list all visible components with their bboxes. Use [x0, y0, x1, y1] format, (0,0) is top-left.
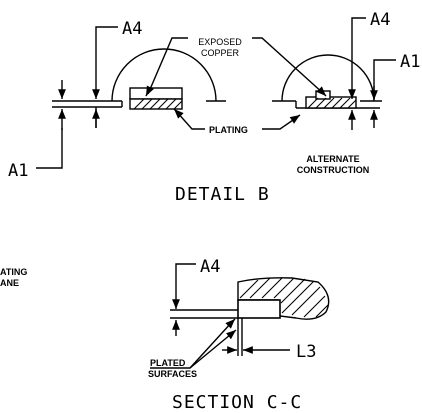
- exposed-copper-line2: COPPER: [201, 48, 240, 58]
- right-package: [272, 54, 382, 109]
- a1-left-label: A1: [8, 161, 28, 181]
- plated-line2: SURFACES: [148, 369, 197, 379]
- detail-b-title: DETAIL B: [175, 184, 270, 205]
- section-c-c: A4 L3 PLATED SURFACES SECTION C-C: [148, 257, 330, 413]
- a1-right-dimension: A1: [370, 52, 420, 128]
- a1-right-label: A1: [400, 52, 420, 72]
- plated-surfaces-callout: PLATED SURFACES: [148, 318, 237, 379]
- exposed-copper-line1: EXPOSED: [198, 37, 242, 47]
- a4-left-dimension: A4: [92, 19, 142, 128]
- a4-section-dimension: A4: [172, 257, 220, 336]
- alternate-line1: ALTERNATE: [306, 154, 359, 164]
- section-body: [237, 277, 330, 320]
- section-body-hatch: [239, 277, 329, 318]
- a4-section-label: A4: [200, 257, 220, 277]
- section-c-c-title: SECTION C-C: [172, 392, 302, 413]
- left-fragment: ATING ANE: [0, 267, 27, 288]
- a1-left-dimension: A1: [8, 80, 66, 181]
- alternate-line2: CONSTRUCTION: [297, 165, 370, 175]
- plating-label: PLATING: [209, 125, 248, 135]
- plated-line1: PLATED: [150, 358, 186, 368]
- lead: [237, 299, 281, 319]
- exposed-copper-callout: EXPOSED COPPER: [145, 37, 327, 97]
- a4-left-label: A4: [122, 19, 142, 39]
- l3-label: L3: [296, 342, 316, 362]
- left-package: [52, 48, 226, 110]
- detail-b: A4 A1: [8, 10, 420, 205]
- l3-dimension: L3: [222, 318, 316, 362]
- plating-hatch-right: [307, 97, 357, 109]
- plating-hatch-left: [133, 98, 183, 110]
- a4-right-label: A4: [370, 10, 390, 30]
- left-fragment-line2: ANE: [0, 278, 19, 288]
- a4-right-dimension: A4: [348, 10, 390, 130]
- plating-callout: PLATING: [173, 108, 301, 135]
- left-fragment-line1: ATING: [0, 267, 27, 277]
